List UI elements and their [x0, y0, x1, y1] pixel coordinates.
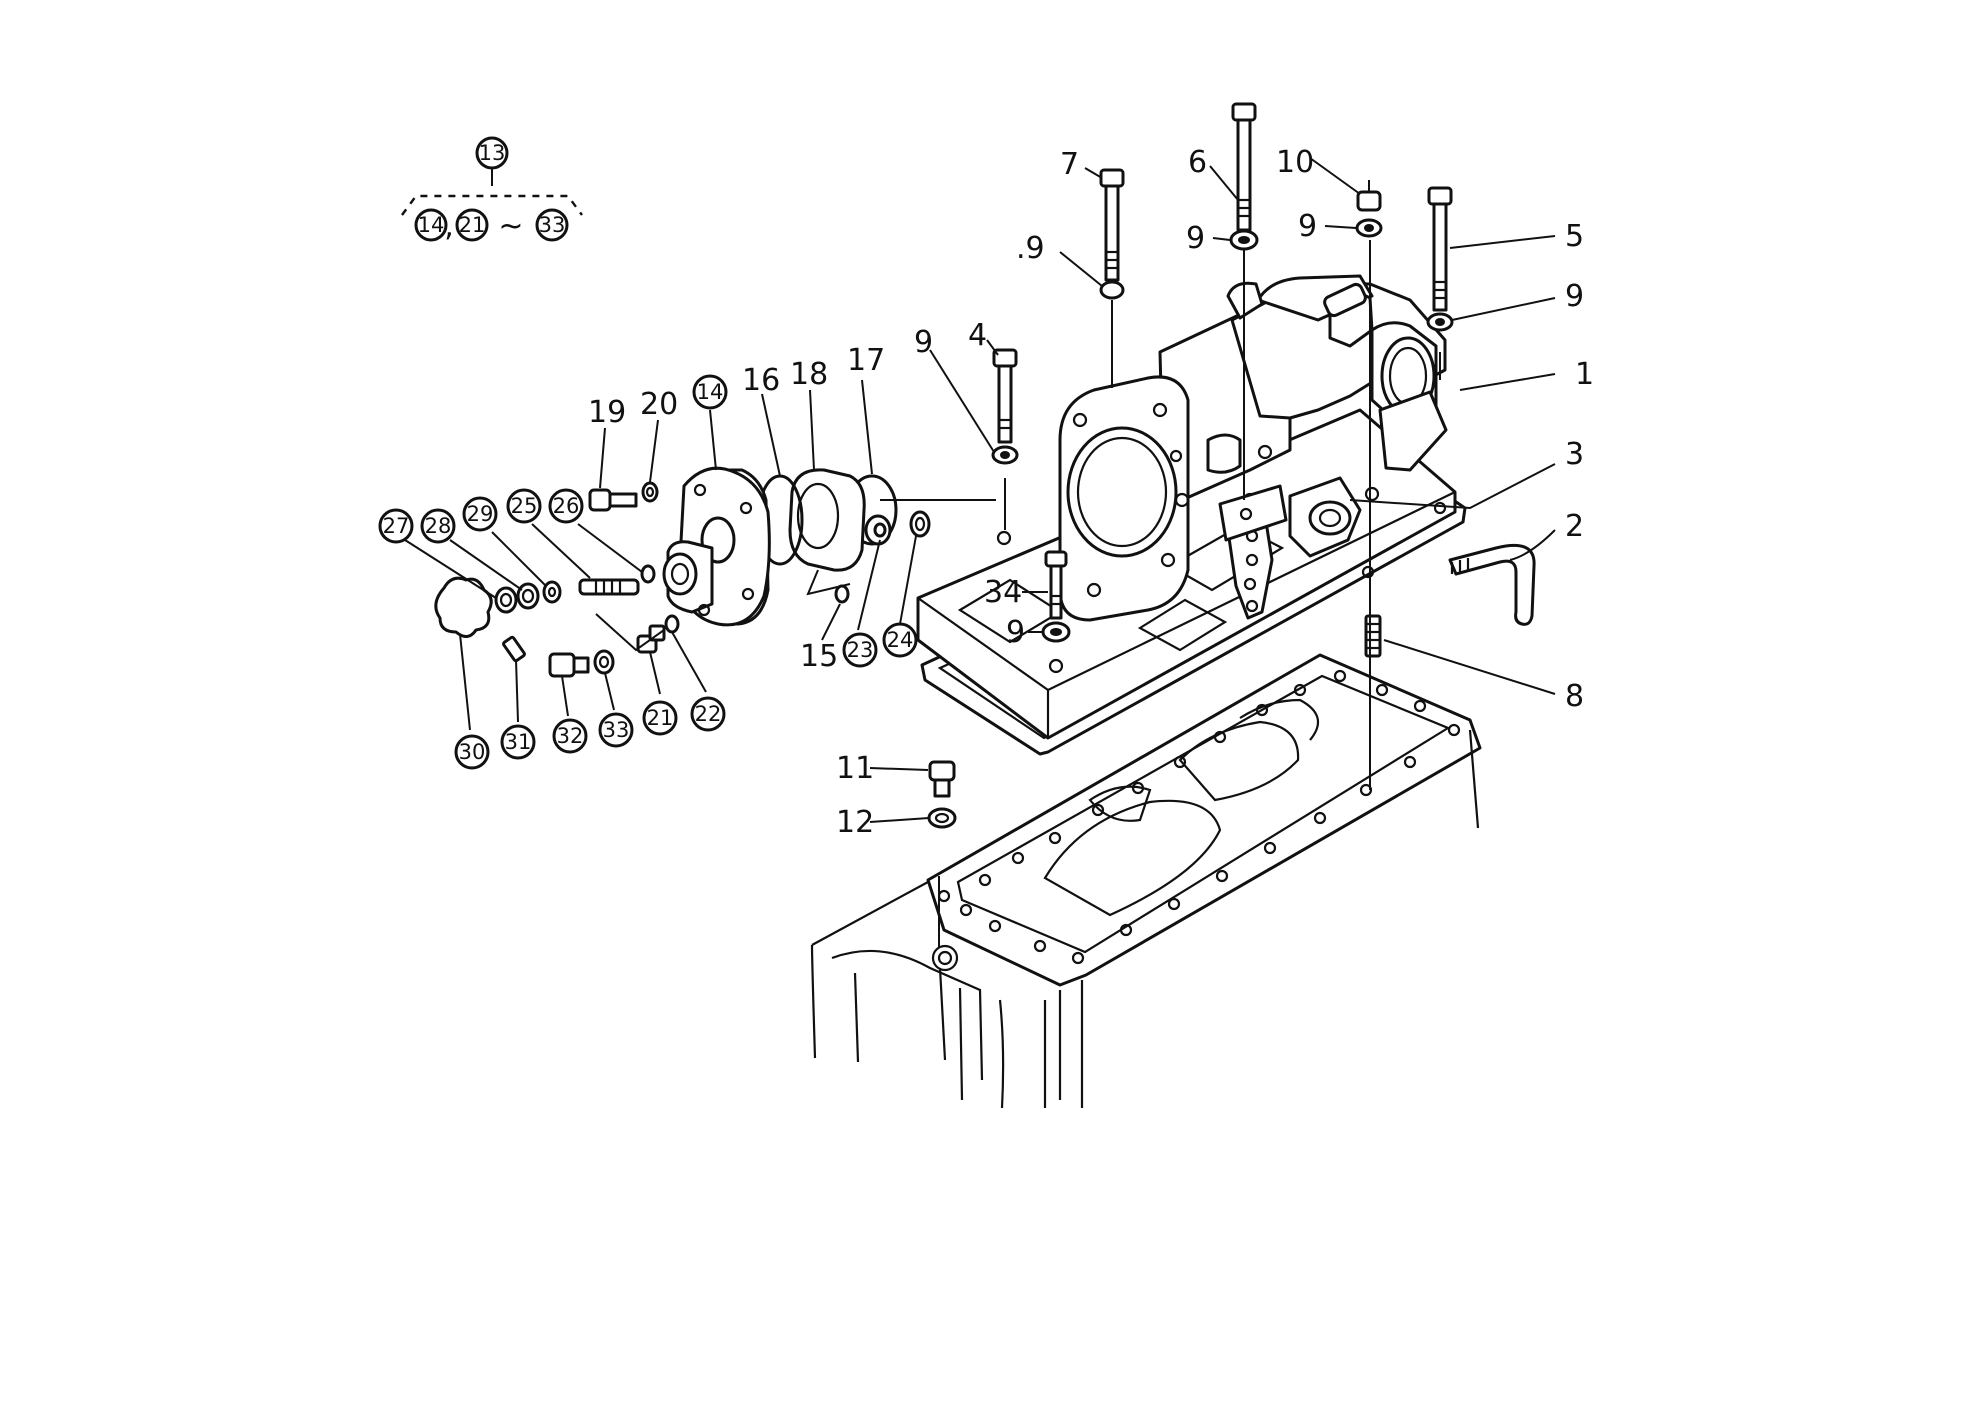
callout-11: 11: [836, 751, 874, 786]
group-component-end: 33: [539, 213, 566, 237]
pump-cover-18: [788, 468, 892, 572]
callout-labels: 1 2 3 4 5 6 7 8 .9 9 9 9 9 9 10 11 12 15…: [588, 145, 1594, 840]
assembly-group-note: 13 14 , 21 ~ 33: [401, 136, 583, 244]
callout-9-bolt-6: 9: [1186, 221, 1205, 256]
callout-9-bolt-5: 9: [1565, 279, 1584, 314]
plug-26: [640, 564, 656, 584]
callout-8: 8: [1565, 679, 1584, 714]
bolt-6: [1231, 102, 1257, 232]
callout-15: 15: [800, 639, 838, 674]
leader-lines: [404, 157, 1556, 823]
group-separator: ,: [444, 209, 454, 244]
callout-4: 4: [968, 318, 987, 353]
washer-20: [641, 481, 659, 503]
circled-callout-30: 30: [459, 740, 486, 764]
circled-callout-28: 28: [425, 514, 452, 538]
bolt-5: [1427, 186, 1453, 312]
set-screw-31: [502, 635, 526, 663]
callout-9-nut-10: 9: [1298, 209, 1317, 244]
callout-20: 20: [640, 387, 678, 422]
callout-5: 5: [1565, 219, 1584, 254]
group-component-first: 14: [418, 213, 445, 237]
lift-housing-1: [916, 274, 1457, 740]
circled-callout-27: 27: [383, 514, 410, 538]
group-range-tilde: ~: [498, 209, 523, 244]
callout-17: 17: [847, 343, 885, 378]
callout-1: 1: [1575, 357, 1594, 392]
nut-10: [1356, 180, 1382, 212]
callout-3: 3: [1565, 437, 1584, 472]
circled-callout-14: 14: [697, 380, 724, 404]
ring-27: [494, 586, 518, 614]
callout-2: 2: [1565, 509, 1584, 544]
callout-6: 6: [1188, 145, 1207, 180]
circled-callout-26: 26: [553, 494, 580, 518]
valve-spool-25: [578, 578, 640, 596]
pin-23: [873, 522, 887, 538]
ring-28: [516, 582, 540, 610]
washer-12: [927, 807, 957, 829]
washer-33: [593, 649, 615, 675]
pump-body-14: [662, 466, 771, 627]
plug-32: [548, 652, 590, 678]
bolt-4: [992, 348, 1018, 444]
callout-10: 10: [1276, 145, 1314, 180]
callout-9-bolt-7: .9: [1016, 231, 1045, 266]
callout-9-bolt-34: 9: [1006, 615, 1025, 650]
pump-o-ring-24: [909, 510, 931, 538]
pipe-2: [1448, 543, 1536, 626]
circled-callouts: 14 21 22 23 24 25 26 27 28 29 30 31 32 3…: [378, 374, 918, 770]
o-ring-22: [664, 614, 680, 634]
circled-callout-25: 25: [511, 494, 538, 518]
bolt-7: [1099, 168, 1125, 282]
circled-callout-29: 29: [467, 502, 494, 526]
circled-callout-33: 33: [603, 718, 630, 742]
callout-7: 7: [1060, 147, 1079, 182]
circled-callout-31: 31: [505, 730, 532, 754]
circled-callout-32: 32: [557, 724, 584, 748]
group-assembly-number: 13: [479, 141, 506, 165]
callout-34: 34: [984, 575, 1022, 610]
circled-callout-21: 21: [647, 706, 674, 730]
assembly-guide-lines: [880, 240, 1441, 948]
callout-16: 16: [742, 363, 780, 398]
bolt-34: [1044, 550, 1068, 620]
callout-9-bolt-4: 9: [914, 325, 933, 360]
circled-callout-22: 22: [695, 702, 722, 726]
transmission-case-drawing: [810, 653, 1482, 1109]
stud-bolt-8: [1364, 614, 1382, 658]
knob-30: [434, 576, 493, 638]
circled-callout-24: 24: [887, 628, 914, 652]
bolt-19: [588, 488, 638, 512]
callout-12: 12: [836, 805, 874, 840]
circled-callout-23: 23: [847, 638, 874, 662]
ring-29: [542, 580, 562, 604]
group-component-start: 21: [459, 213, 486, 237]
washer-9-bolt-7: [1099, 280, 1125, 300]
callout-19: 19: [588, 395, 626, 430]
flange-bolt-holes: [937, 669, 1461, 965]
drain-plug-11: [928, 760, 956, 798]
callout-18: 18: [790, 357, 828, 392]
o-ring-15: [834, 584, 850, 604]
